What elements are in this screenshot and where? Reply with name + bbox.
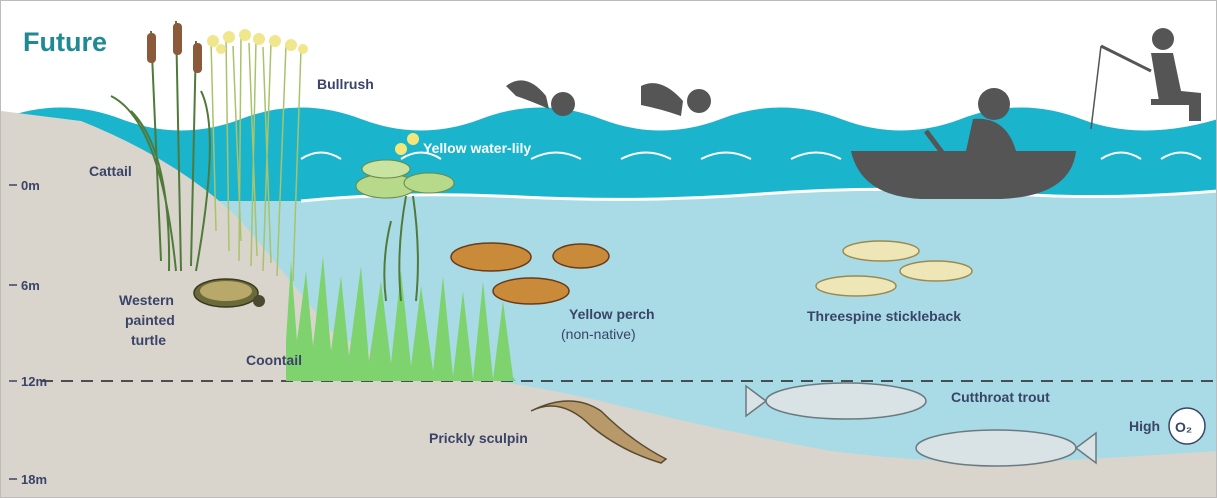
cattail-heads: [147, 23, 202, 73]
bullrush-label: Bullrush: [317, 76, 374, 92]
sculpin-label: Prickly sculpin: [429, 430, 528, 446]
turtle-label-line-1: Western: [119, 292, 174, 308]
depth-label-6m: 6m: [21, 278, 40, 293]
depth-label-18m: 18m: [21, 472, 47, 487]
oxygen-level-label: High: [1129, 418, 1160, 434]
trout-label: Cutthroat trout: [951, 389, 1050, 405]
turtle-label-line-3: turtle: [131, 332, 166, 348]
perch-label: Yellow perch: [569, 306, 655, 322]
cattail-label: Cattail: [89, 163, 132, 179]
bullrush-flowers: [207, 29, 308, 54]
depth-label-12m: 12m: [21, 374, 47, 389]
diagram-title: Future: [23, 27, 107, 57]
angler-icon: [1091, 28, 1201, 129]
swimmer-icon: [641, 83, 711, 116]
water-lily-label: Yellow water-lily: [423, 140, 531, 156]
depth-label-0m: 0m: [21, 178, 40, 193]
coontail-label: Coontail: [246, 352, 302, 368]
oxygen-symbol: O₂: [1175, 419, 1192, 435]
perch-note-label: (non-native): [561, 326, 636, 342]
turtle-label-line-2: painted: [125, 312, 175, 328]
stickleback-label: Threespine stickleback: [807, 308, 961, 324]
